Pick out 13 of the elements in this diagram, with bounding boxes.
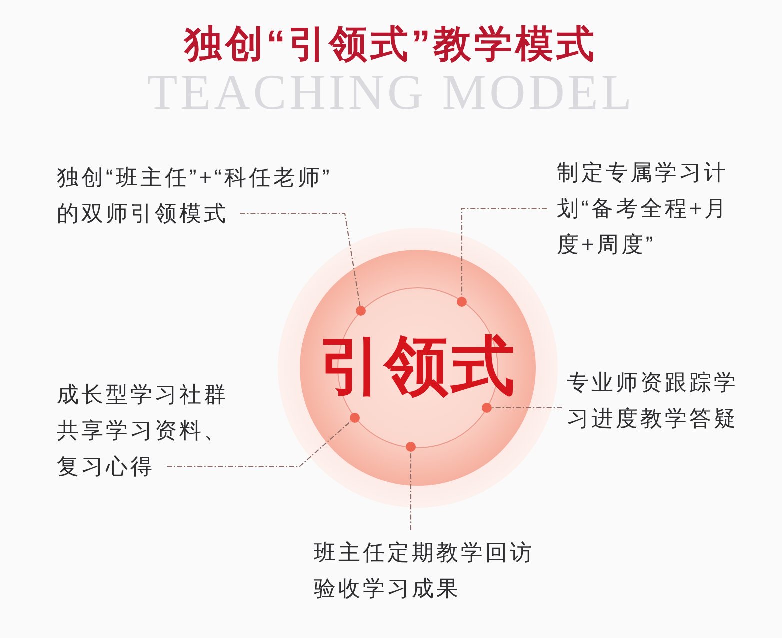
leader-line xyxy=(410,452,412,530)
leader-line xyxy=(167,420,352,468)
callout-text: 独创“班主任”+“科任老师”的双师引领模式 xyxy=(57,160,345,232)
leader-line xyxy=(492,407,562,409)
callout-text: 专业师资跟踪学习进度教学答疑 xyxy=(567,365,749,437)
callout-text: 班主任定期教学回访验收学习成果 xyxy=(314,535,556,607)
center-title: 引领式 xyxy=(319,334,517,398)
center-circle xyxy=(278,228,558,508)
leader-line xyxy=(240,212,361,306)
leader-line xyxy=(461,208,547,297)
callout-text: 成长型学习社群共享学习资料、复习心得 xyxy=(57,377,239,485)
page-title: 独创“引领式”教学模式 xyxy=(184,26,598,64)
callout-text: 制定专属学习计划“备考全程+月度+周度” xyxy=(557,155,743,263)
